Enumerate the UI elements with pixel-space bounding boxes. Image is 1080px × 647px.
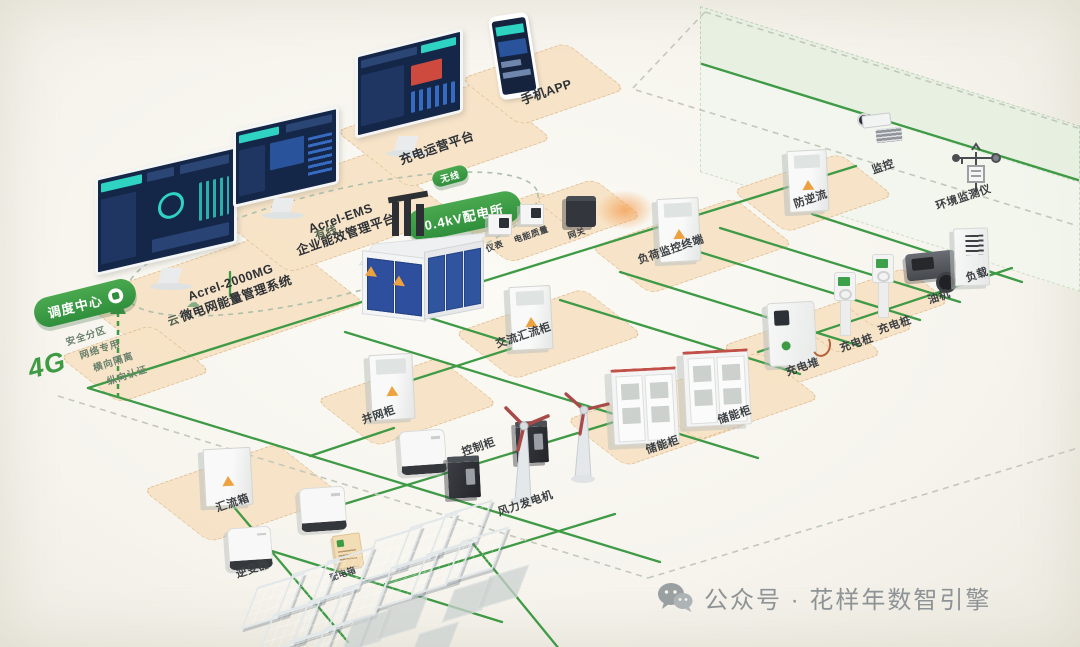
meter-device: [488, 214, 512, 235]
watermark: 公众号 · 花样年数智引擎: [656, 580, 991, 615]
gateway-device: [566, 196, 596, 227]
watermark-text: 公众号 · 花样年数智引擎: [704, 587, 992, 614]
inverter-unit: [298, 485, 348, 533]
charging-pile-head: [834, 272, 856, 301]
transformer-substation: [358, 190, 488, 322]
highlight-glow: [596, 190, 654, 230]
environment-monitor-icon: [952, 142, 1001, 192]
wechat-icon: [658, 582, 693, 612]
wind-turbine: [564, 392, 610, 483]
inverter-unit: [398, 428, 448, 476]
charging-pile-head: [872, 254, 894, 283]
dispatch-icon: [105, 286, 125, 305]
wind-turbine: [504, 406, 550, 505]
cloud-icon: [186, 294, 200, 312]
power-quality-device: [520, 204, 544, 225]
controller-cabinet: [446, 455, 482, 499]
